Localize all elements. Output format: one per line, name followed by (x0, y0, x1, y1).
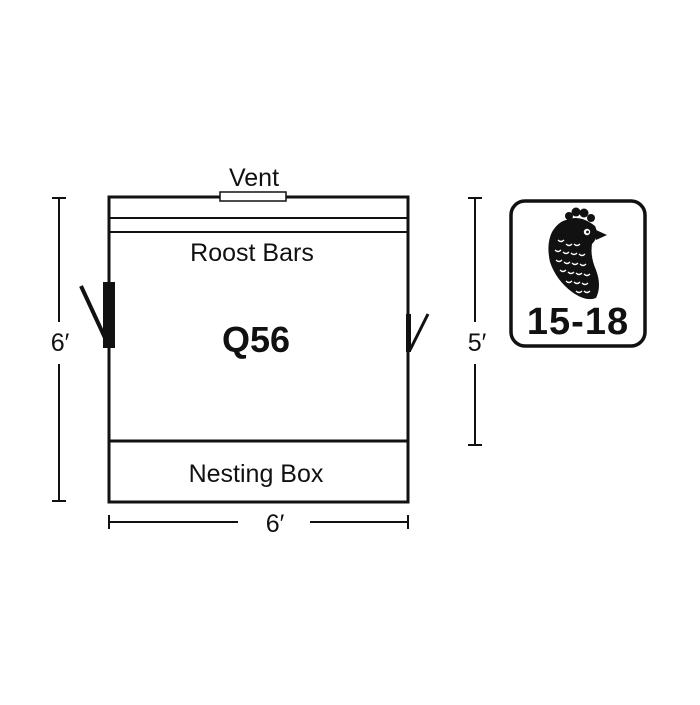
right-door-hinge (406, 314, 411, 352)
left-height-dimension (52, 197, 66, 502)
chicken-icon (548, 207, 607, 300)
capacity-badge: 15-18 (509, 199, 647, 348)
vent-label: Vent (229, 164, 279, 192)
nesting-box-label: Nesting Box (189, 460, 324, 488)
capacity-label: 15-18 (527, 301, 629, 343)
roost-bars-label: Roost Bars (190, 239, 314, 267)
right-height-label: 5′ (468, 329, 487, 357)
right-door-leaf (408, 313, 430, 351)
left-door-leaf (79, 285, 108, 341)
model-label: Q56 (222, 319, 290, 360)
left-height-label: 6′ (51, 329, 70, 357)
vent-shape (219, 191, 287, 202)
width-label: 6′ (266, 510, 285, 538)
left-door-hinge (103, 282, 115, 348)
width-dimension (108, 515, 409, 529)
right-height-dimension (468, 197, 482, 446)
